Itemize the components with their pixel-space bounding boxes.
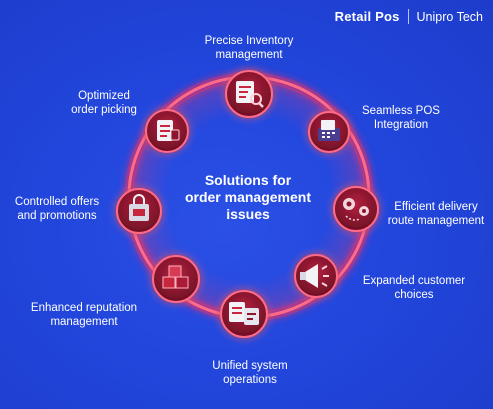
inventory-report-icon (236, 81, 264, 108)
label-reputation: Enhanced reputation management (30, 302, 138, 328)
label-pos: Seamless POS Integration (362, 105, 440, 131)
node-order-list (145, 109, 189, 153)
node-inventory (225, 70, 273, 118)
center-title-line2: order management (184, 189, 312, 205)
node-boxes (152, 255, 200, 303)
label-unified-system: Unified system operations (212, 360, 288, 386)
node-bag (116, 188, 162, 234)
center-title-line1: Solutions for (204, 172, 292, 188)
label-offers: Controlled offers and promotions (14, 196, 100, 222)
brand-header: Retail Pos Unipro Tech (335, 9, 483, 24)
delivery-route-icon (343, 198, 369, 221)
center-title-line3: issues (226, 206, 270, 222)
documents-icon (229, 302, 259, 325)
megaphone-icon (300, 264, 329, 288)
label-inventory: Precise Inventory management (204, 35, 294, 61)
brand-company: Unipro Tech (416, 9, 483, 24)
order-list-icon (157, 120, 180, 141)
node-pos (308, 111, 350, 153)
center-title: Solutions for order management issues (173, 172, 323, 223)
node-documents (220, 290, 268, 338)
node-megaphone (294, 254, 338, 298)
brand-divider (407, 9, 409, 24)
node-delivery (333, 186, 379, 232)
brand-logo-text: Retail Pos (334, 9, 400, 24)
shopping-bag-icon (129, 194, 149, 221)
ring-inner-glow (132, 80, 366, 314)
boxes-icon (162, 265, 189, 289)
label-delivery: Efficient delivery route management (387, 201, 485, 227)
label-customer-choices: Expanded customer choices (362, 275, 466, 301)
pos-terminal-icon (318, 120, 340, 141)
label-order-picking: Optimized order picking (71, 90, 137, 116)
